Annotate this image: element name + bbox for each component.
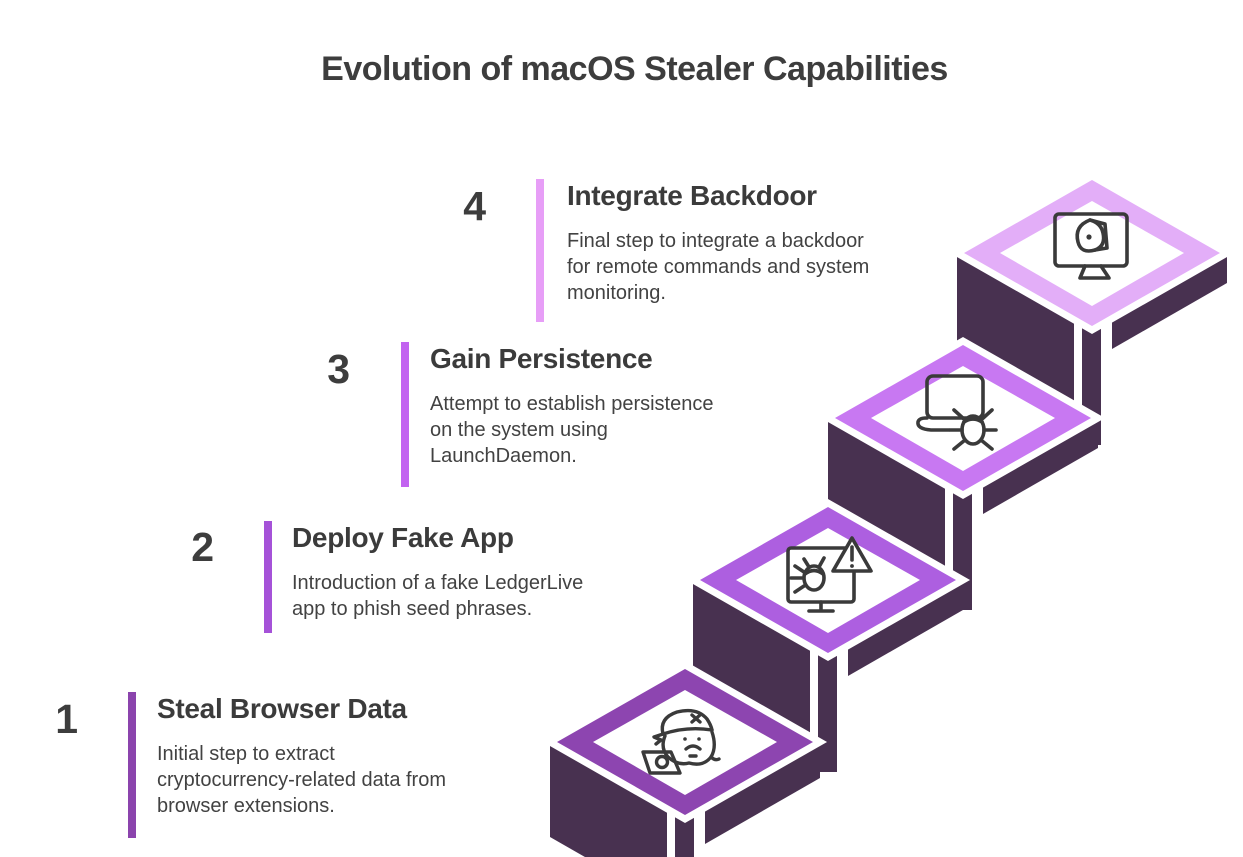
step-description: Attempt to establish persistence on the … xyxy=(430,392,714,467)
step3-right-face xyxy=(983,418,1098,514)
step-title: Integrate Backdoor xyxy=(567,180,817,211)
step-number: 4 xyxy=(463,183,486,229)
step-description: Introduction of a fake LedgerLive app to… xyxy=(292,571,584,620)
step2-diamond-face xyxy=(736,528,920,633)
monitor-backdoor-icon xyxy=(1053,212,1129,280)
step2-right-face xyxy=(848,580,963,676)
step2-platform xyxy=(685,498,971,772)
step-item: Integrate Backdoor Final step to integra… xyxy=(567,180,947,306)
step-item: Steal Browser Data Initial step to extra… xyxy=(157,693,512,819)
step-description: Initial step to extract cryptocurrency-r… xyxy=(157,742,447,817)
step1-riser xyxy=(675,812,694,857)
step-item: Deploy Fake App Introduction of a fake L… xyxy=(292,522,657,622)
step3-left-face xyxy=(828,418,945,580)
step-number: 2 xyxy=(191,524,214,570)
infected-monitor-warning-icon xyxy=(786,536,873,613)
step-title: Gain Persistence xyxy=(430,343,653,374)
laptop-bug-icon xyxy=(916,374,998,451)
pirate-hacker-laptop-icon xyxy=(641,708,721,775)
step-accent-bar xyxy=(401,342,409,487)
step2-riser xyxy=(818,650,837,772)
step4-diamond-face xyxy=(1000,201,1184,306)
step1-diamond-face xyxy=(593,690,777,795)
step-accent-bar xyxy=(536,179,544,322)
step-number: 3 xyxy=(327,346,350,392)
step-description: Final step to integrate a backdoor for r… xyxy=(567,229,870,304)
step1-right-face xyxy=(705,742,820,844)
step2-left-face xyxy=(693,580,810,742)
step4-right-face xyxy=(1112,253,1227,349)
step-accent-bar xyxy=(264,521,272,633)
page-title: Evolution of macOS Stealer Capabilities xyxy=(321,50,948,88)
step4-left-face xyxy=(957,253,1074,415)
step-item: Gain Persistence Attempt to establish pe… xyxy=(430,343,800,469)
step-number: 1 xyxy=(55,696,78,742)
step-title: Steal Browser Data xyxy=(157,693,407,724)
step1-left-face xyxy=(550,742,667,857)
step-title: Deploy Fake App xyxy=(292,522,514,553)
step3-platform xyxy=(820,336,1106,610)
step-accent-bar xyxy=(128,692,136,838)
step1-platform xyxy=(542,660,828,857)
